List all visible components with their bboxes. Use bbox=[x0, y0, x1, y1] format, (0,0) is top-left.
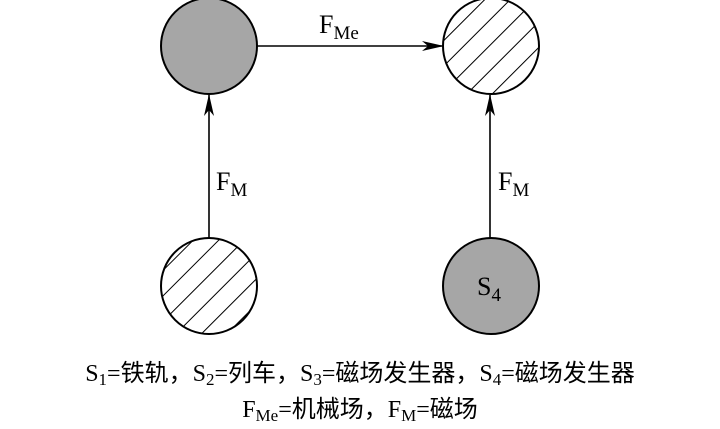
arrow-right-sub: M bbox=[512, 180, 529, 201]
node-s4-label: S4 bbox=[477, 272, 501, 306]
legend-s1-meaning: =铁轨， bbox=[107, 361, 193, 387]
legend-s1: S1=铁轨， bbox=[85, 361, 193, 389]
legend-fme-index: Me bbox=[255, 406, 279, 425]
legend-s3-meaning: =磁场发生器， bbox=[321, 361, 480, 387]
su-field-diagram: S4 FMe FM FM bbox=[160, 0, 540, 335]
node-s4-letter: S bbox=[477, 272, 491, 301]
arrow-top-sub: Me bbox=[333, 23, 358, 44]
node-bottom-left-hatched bbox=[160, 237, 258, 335]
legend-s4-letter: S bbox=[479, 361, 493, 387]
arrow-top-label: FMe bbox=[319, 10, 359, 44]
arrow-top-letter: F bbox=[319, 10, 333, 39]
arrow-left-letter: F bbox=[216, 167, 230, 196]
legend-fm-index: M bbox=[401, 406, 417, 425]
node-top-left-filled bbox=[160, 0, 258, 95]
legend-s3: S3=磁场发生器， bbox=[300, 361, 480, 389]
arrow-right-label: FM bbox=[498, 167, 529, 201]
arrow-left-label: FM bbox=[216, 167, 247, 201]
node-top-right-hatched bbox=[442, 0, 540, 95]
legend-fme-meaning: =机械场， bbox=[278, 397, 388, 423]
legend-s2-meaning: =列车， bbox=[214, 361, 300, 387]
legend-s2-letter: S bbox=[192, 361, 206, 387]
legend-line-1: S1=铁轨，S2=列车，S3=磁场发生器，S4=磁场发生器 bbox=[0, 360, 720, 388]
legend-s4-index: 4 bbox=[492, 370, 502, 389]
legend-line-2: FMe=机械场，FM=磁场 bbox=[0, 396, 720, 424]
arrow-left-sub: M bbox=[230, 180, 247, 201]
legend-s3-index: 3 bbox=[313, 370, 322, 389]
legend-fm: FM=磁场 bbox=[387, 397, 478, 425]
node-bottom-right-filled bbox=[442, 237, 540, 335]
node-s4-index: 4 bbox=[491, 285, 501, 306]
legend-fme: FMe=机械场， bbox=[242, 397, 388, 425]
legend-fm-letter: F bbox=[387, 397, 402, 423]
legend-s1-index: 1 bbox=[98, 370, 108, 389]
legend-fme-letter: F bbox=[242, 397, 256, 423]
legend-fm-meaning: =磁场 bbox=[416, 397, 478, 423]
arrow-right-letter: F bbox=[498, 167, 512, 196]
legend-s3-letter: S bbox=[300, 361, 314, 387]
legend-s2: S2=列车， bbox=[192, 361, 300, 389]
legend-s2-index: 2 bbox=[205, 370, 215, 389]
legend-s4: S4=磁场发生器 bbox=[479, 361, 635, 389]
legend-s4-meaning: =磁场发生器 bbox=[501, 361, 635, 387]
legend-s1-letter: S bbox=[85, 361, 99, 387]
